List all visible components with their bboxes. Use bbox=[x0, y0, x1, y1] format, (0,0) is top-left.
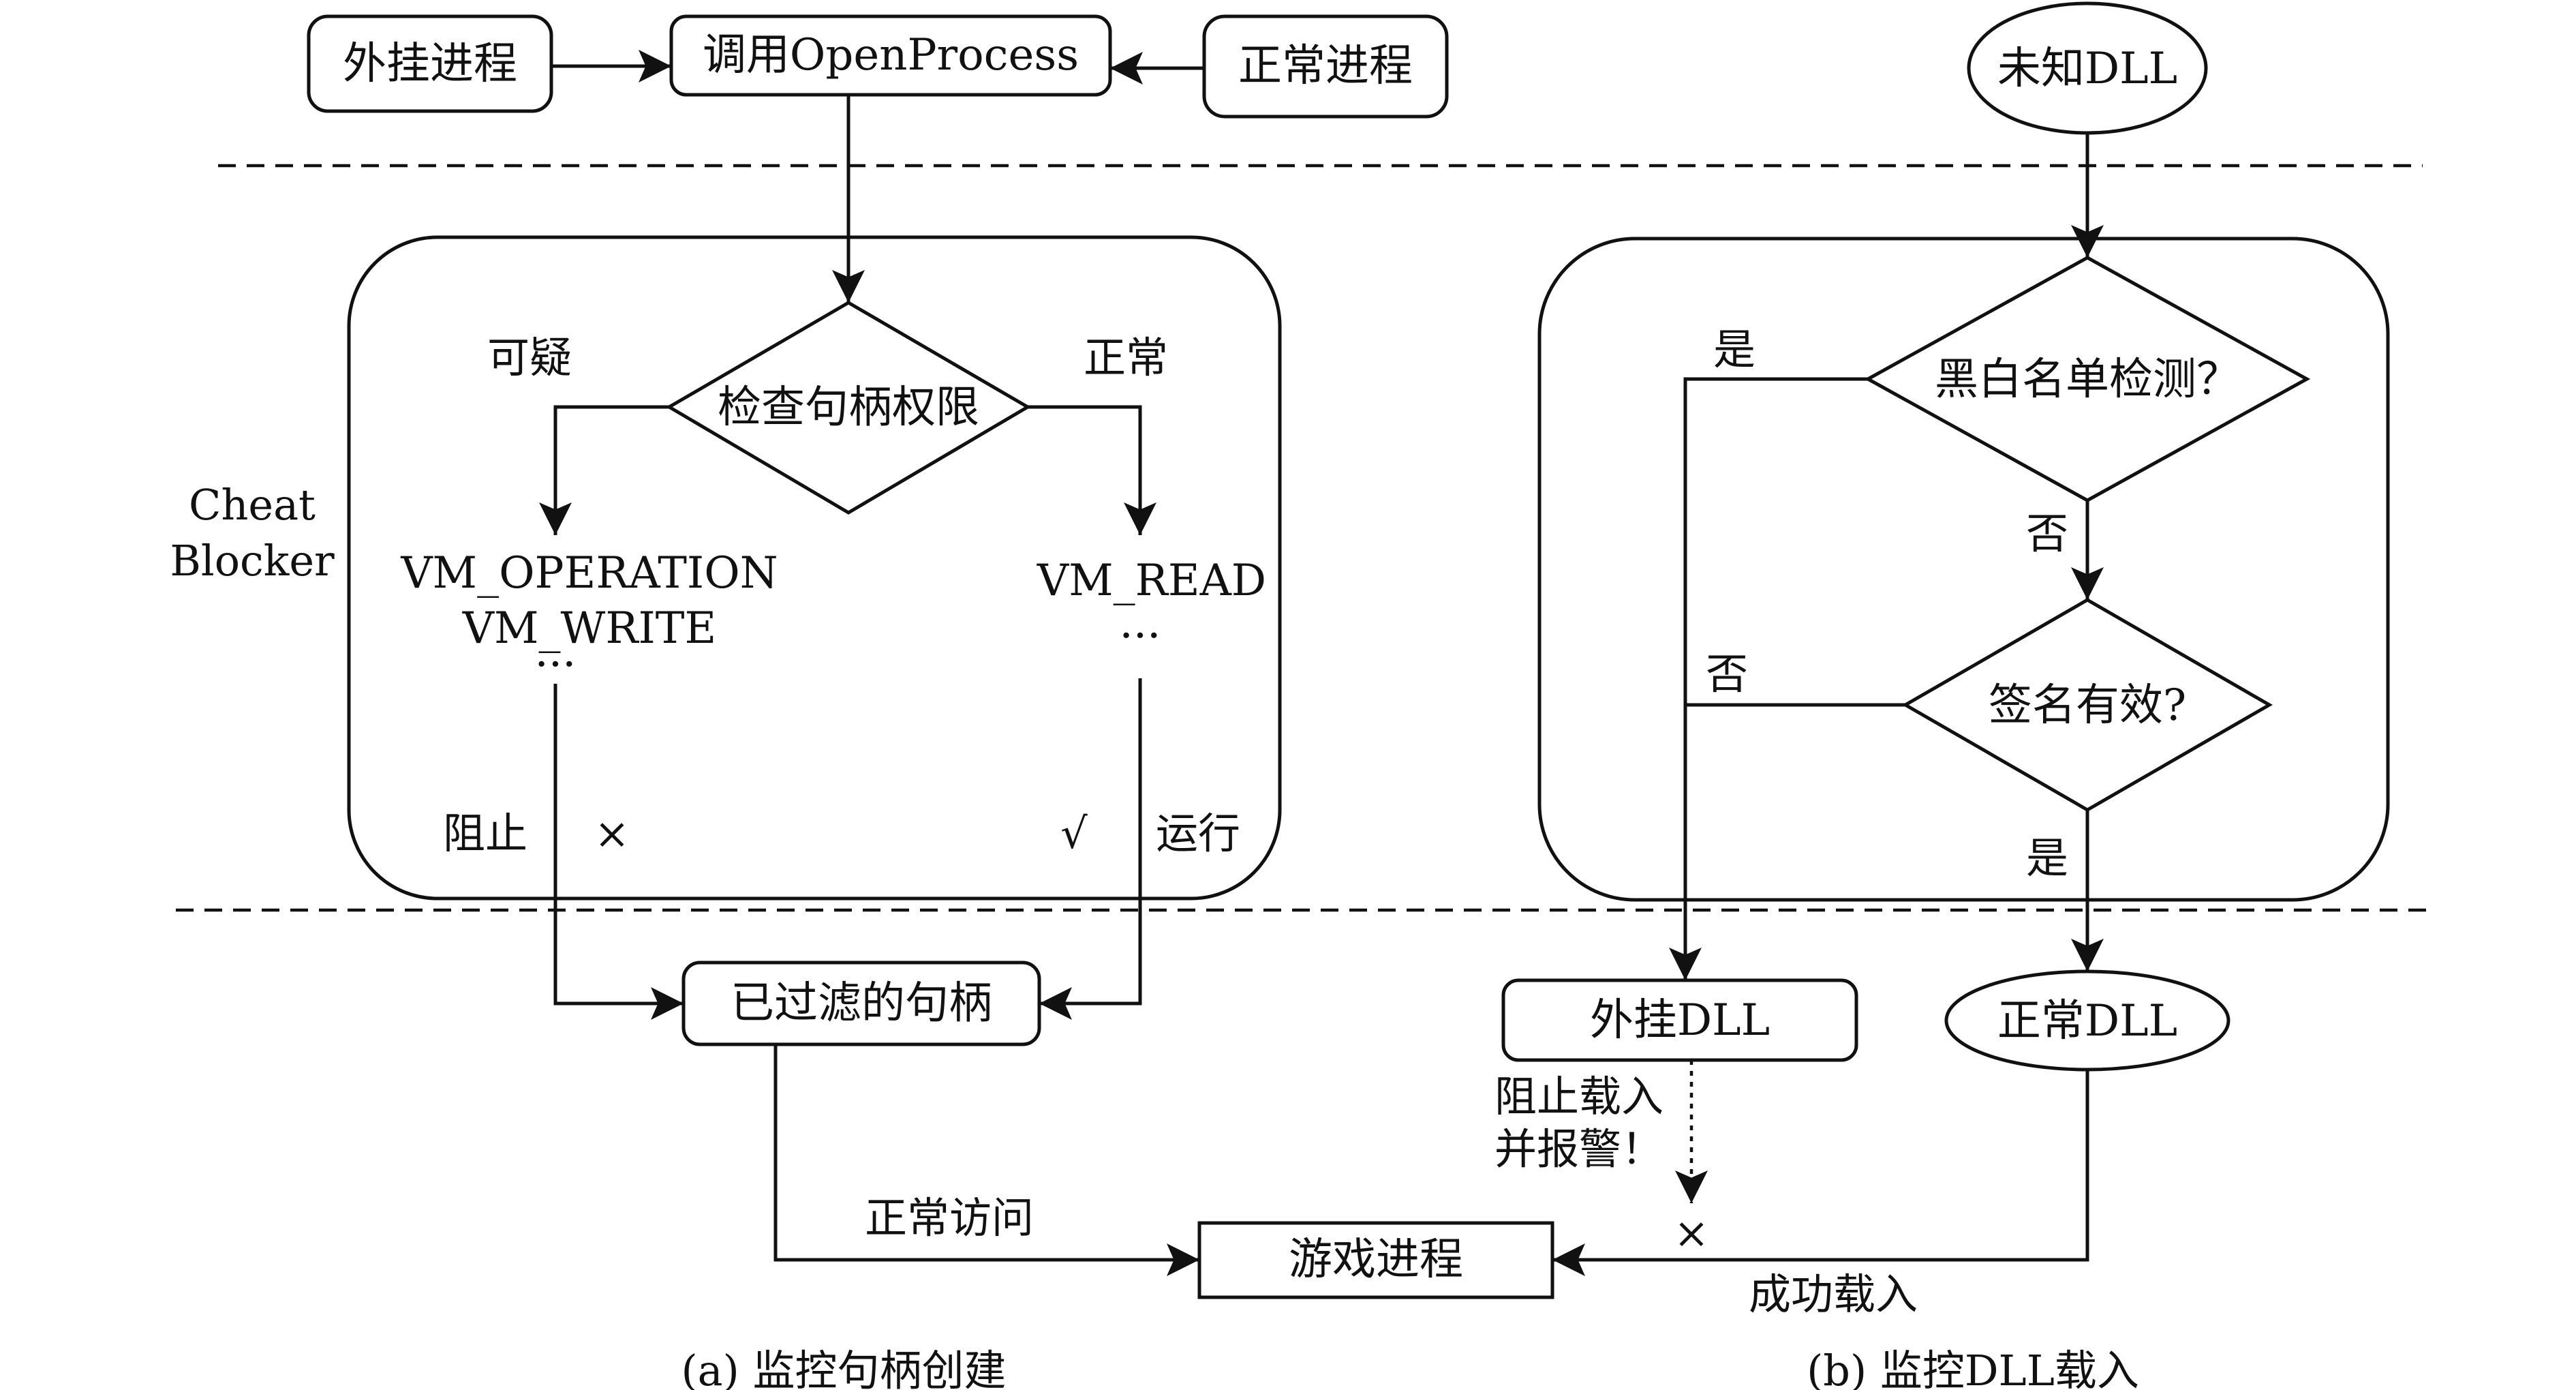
yes-label-1: 是 bbox=[1713, 324, 1755, 374]
cheat-dll-label: 外挂DLL bbox=[1590, 995, 1770, 1046]
openprocess-label: 调用OpenProcess bbox=[703, 30, 1079, 80]
normal-label: 正常 bbox=[1084, 333, 1168, 382]
arrow-filtered-to-game bbox=[773, 1044, 1199, 1276]
dll-monitor-container bbox=[1537, 237, 2390, 902]
suspicious-label: 可疑 bbox=[487, 333, 572, 382]
cheat-blocker-label-line1: Cheat bbox=[189, 480, 316, 530]
unknown-dll-label: 未知DLL bbox=[1997, 44, 2177, 94]
perm-suspicious-ellipsis: ··· bbox=[534, 639, 576, 690]
cheat-process-box bbox=[307, 14, 553, 113]
allow-check-mark: √ bbox=[1060, 809, 1088, 858]
run-label: 运行 bbox=[1156, 809, 1240, 858]
perm-normal-ellipsis: ··· bbox=[1119, 611, 1161, 661]
block-label: 阻止 bbox=[443, 809, 527, 858]
load-success-label: 成功载入 bbox=[1749, 1269, 1918, 1319]
check-handle-diamond bbox=[666, 301, 1031, 515]
arrow-normal-to-filtered bbox=[1039, 678, 1142, 1020]
cheat-blocker-label-line2: Blocker bbox=[170, 536, 335, 586]
no-label-1: 否 bbox=[2026, 509, 2068, 558]
arrow-blacklist-yes-to-cheat bbox=[1669, 377, 1868, 980]
perm-vm-operation: VM_OPERATION bbox=[400, 548, 778, 599]
block-alarm-line1: 阻止载入 bbox=[1494, 1072, 1663, 1121]
no-label-2: 否 bbox=[1706, 649, 1748, 699]
caption-a: (a) 监控句柄创建 bbox=[681, 1346, 1006, 1390]
caption-b: (b) 监控DLL载入 bbox=[1807, 1346, 2139, 1390]
cheat-dll-cross-mark: × bbox=[1674, 1208, 1709, 1258]
check-handle-label: 检查句柄权限 bbox=[718, 382, 979, 433]
filtered-handle-label: 已过滤的句柄 bbox=[731, 978, 992, 1029]
arrow-suspicious-branch bbox=[539, 405, 669, 535]
yes-label-2: 是 bbox=[2026, 833, 2068, 883]
arrow-suspicious-to-filtered bbox=[553, 684, 684, 1020]
signature-label: 签名有效? bbox=[1989, 680, 2186, 731]
game-process-box bbox=[1197, 1221, 1554, 1299]
cheat-dll-box bbox=[1501, 978, 1858, 1062]
block-cross-mark: × bbox=[594, 809, 630, 858]
normal-dll-label: 正常DLL bbox=[1997, 996, 2177, 1046]
arrow-normal-dll-to-game bbox=[1552, 1070, 2089, 1276]
blacklist-label: 黑白名单检测？ bbox=[1935, 354, 2240, 405]
perm-vm-read: VM_READ bbox=[1037, 556, 1266, 606]
cheat-blocker-container bbox=[347, 235, 1282, 901]
normal-access-label: 正常访问 bbox=[865, 1193, 1034, 1243]
block-alarm-line2: 并报警！ bbox=[1494, 1124, 1663, 1174]
cheat-process-label: 外挂进程 bbox=[343, 39, 517, 89]
arrow-normal-branch bbox=[1028, 405, 1156, 535]
perm-vm-write: VM_WRITE bbox=[462, 603, 716, 654]
game-process-label: 游戏进程 bbox=[1289, 1235, 1463, 1285]
filtered-handle-box bbox=[681, 961, 1041, 1046]
normal-process-label: 正常进程 bbox=[1238, 41, 1413, 91]
